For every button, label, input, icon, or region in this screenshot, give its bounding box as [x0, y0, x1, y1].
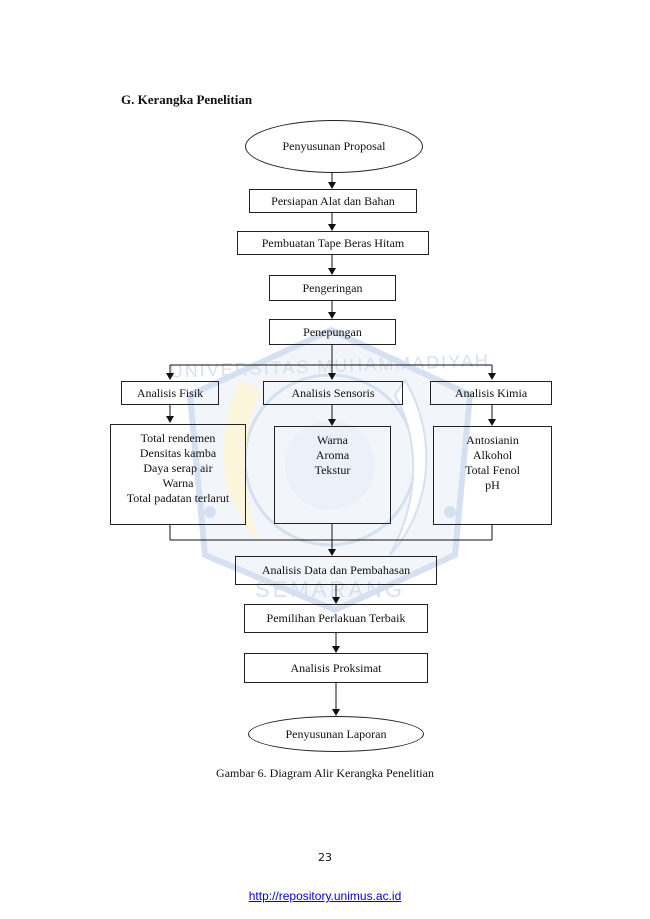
step-proximate-analysis: Analisis Proksimat [244, 653, 428, 683]
branch-physical-title: Analisis Fisik [121, 381, 219, 405]
figure-caption: Gambar 6. Diagram Alir Kerangka Peneliti… [216, 766, 434, 780]
step-drying: Pengeringan [269, 275, 396, 301]
repository-link[interactable]: http://repository.unimus.ac.id [248, 889, 402, 903]
page-number: 23 [318, 851, 332, 864]
sensory-item: Aroma [315, 448, 350, 462]
sensory-items-box: Warna Aroma Tekstur [274, 426, 391, 524]
step-data-analysis: Analisis Data dan Pembahasan [235, 556, 437, 585]
sensory-item: Tekstur [314, 463, 351, 477]
branch-sensory-title: Analisis Sensoris [263, 381, 403, 405]
physical-item: Daya serap air [143, 461, 213, 475]
physical-item: Warna [162, 476, 194, 490]
start-oval: Penyusunan Proposal [245, 120, 423, 173]
step-milling: Penepungan [269, 319, 396, 345]
chemical-item: Antosianin [466, 433, 519, 447]
section-heading: G. Kerangka Penelitian [121, 92, 253, 107]
sensory-item: Warna [316, 433, 348, 447]
physical-item: Total rendemen [140, 431, 216, 445]
watermark-city: SEMARANG [255, 577, 405, 602]
chemical-item: Alkohol [472, 448, 513, 462]
step-tape-making: Pembuatan Tape Beras Hitam [237, 231, 429, 255]
chemical-items-box: Antosianin Alkohol Total Fenol pH [433, 426, 552, 525]
physical-items-box: Total rendemen Densitas kamba Daya serap… [110, 424, 246, 525]
branch-chemical-title: Analisis Kimia [430, 381, 552, 405]
step-preparation: Persiapan Alat dan Bahan [249, 189, 417, 213]
end-oval: Penyusunan Laporan [248, 716, 424, 752]
step-best-treatment: Pemilihan Perlakuan Terbaik [244, 604, 428, 633]
physical-item: Total padatan terlarut [126, 491, 230, 505]
chemical-item: Total Fenol [465, 463, 520, 477]
physical-item: Densitas kamba [139, 446, 217, 460]
chemical-item: pH [485, 478, 500, 492]
